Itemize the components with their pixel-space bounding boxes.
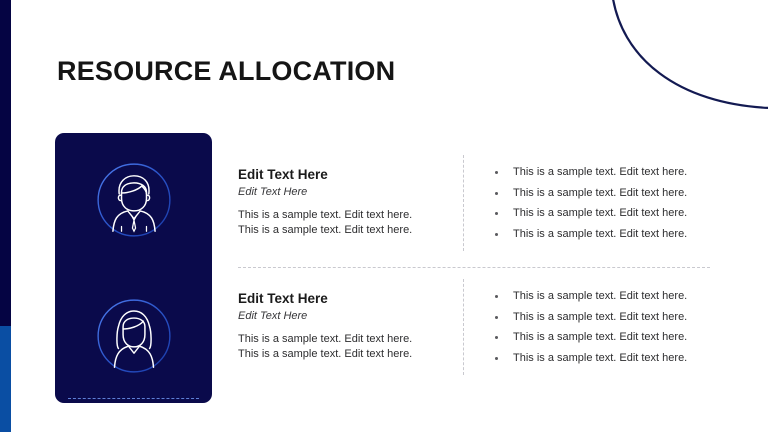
section-1-subheading: Edit Text Here — [238, 185, 308, 198]
list-item-label: This is a sample text. Edit text here. — [513, 310, 688, 323]
section-1-heading: Edit Text Here — [238, 167, 328, 182]
section-1-vertical-divider — [460, 155, 467, 251]
section-2-body-line-1: This is a sample text. Edit text here. — [238, 333, 413, 346]
section-2-body-line-2: This is a sample text. Edit text here. — [238, 348, 413, 361]
left-accent-bar-blue — [0, 326, 11, 432]
bullet-dot-icon — [495, 212, 498, 215]
bullet-dot-icon — [495, 171, 498, 174]
bullet-dot-icon — [495, 232, 498, 236]
section-2-subheading: Edit Text Here — [238, 309, 308, 322]
avatar-panel — [55, 133, 212, 403]
list-item: This is a sample text. Edit text here. — [494, 208, 768, 219]
page-title: RESOURCE ALLOCATION — [57, 56, 396, 86]
list-item: This is a sample text. Edit text here. — [494, 167, 768, 178]
female-avatar-icon — [95, 297, 173, 375]
avatar-cell-female[interactable] — [55, 269, 212, 403]
section-1-body-line-1: This is a sample text. Edit text here. — [238, 209, 413, 222]
list-item: This is a sample text. Edit text here. — [494, 310, 768, 323]
list-item-label: This is a sample text. Edit text here. — [513, 207, 688, 219]
section-2-dashed-rule — [463, 279, 464, 375]
list-item-label: This is a sample text. Edit text here. — [513, 351, 688, 364]
section-2-heading: Edit Text Here — [238, 291, 328, 306]
male-avatar-icon — [95, 161, 173, 239]
avatar-panel-divider — [68, 398, 199, 399]
content-area: Edit Text Here Edit Text Here This is a … — [238, 0, 768, 432]
bullet-dot-icon — [495, 356, 498, 360]
list-item: This is a sample text. Edit text here. — [494, 351, 768, 364]
list-item-label: This is a sample text. Edit text here. — [513, 290, 688, 302]
list-item-label: This is a sample text. Edit text here. — [513, 166, 688, 178]
list-item: This is a sample text. Edit text here. — [494, 291, 768, 302]
section-row-2: Edit Text Here Edit Text Here This is a … — [238, 279, 768, 375]
section-2-text-column: Edit Text Here Edit Text Here This is a … — [238, 291, 460, 364]
bullet-dot-icon — [495, 336, 498, 339]
list-item: This is a sample text. Edit text here. — [494, 332, 768, 343]
list-item-label: This is a sample text. Edit text here. — [513, 331, 688, 343]
section-separator — [238, 267, 710, 268]
section-1-bullet-list: This is a sample text. Edit text here. T… — [467, 167, 768, 240]
bullet-dot-icon — [495, 191, 498, 195]
section-2-vertical-divider — [460, 279, 467, 375]
section-row-1: Edit Text Here Edit Text Here This is a … — [238, 155, 768, 251]
list-item: This is a sample text. Edit text here. — [494, 186, 768, 199]
section-1-body-line-2: This is a sample text. Edit text here. — [238, 224, 413, 237]
list-item-label: This is a sample text. Edit text here. — [513, 186, 688, 199]
section-2-bullet-list: This is a sample text. Edit text here. T… — [467, 291, 768, 364]
avatar-cell-male[interactable] — [55, 133, 212, 267]
section-1-dashed-rule — [463, 155, 464, 251]
bullet-dot-icon — [495, 315, 498, 319]
bullet-dot-icon — [495, 295, 498, 298]
list-item: This is a sample text. Edit text here. — [494, 227, 768, 240]
list-item-label: This is a sample text. Edit text here. — [513, 227, 688, 240]
left-accent-bar-navy — [0, 0, 11, 326]
section-1-text-column: Edit Text Here Edit Text Here This is a … — [238, 167, 460, 240]
